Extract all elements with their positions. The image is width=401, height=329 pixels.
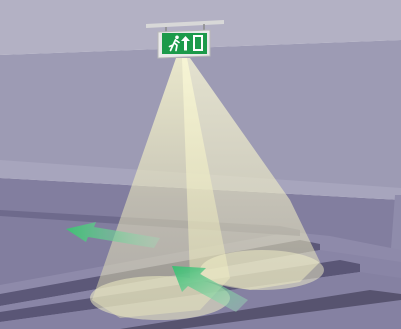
step-3-riser [120,290,401,329]
sign-mount-plate [146,20,224,28]
light-beam-right [182,58,320,290]
arrow-up-icon [181,36,190,51]
exit-sign [146,20,224,59]
door-icon [193,35,203,51]
light-pool-right [200,250,324,290]
floor-arrows [66,222,248,312]
arrow-up-left-icon [172,266,248,312]
running-figure-icon [168,35,180,52]
arrow-left-icon [66,222,160,248]
ceiling [0,0,401,55]
